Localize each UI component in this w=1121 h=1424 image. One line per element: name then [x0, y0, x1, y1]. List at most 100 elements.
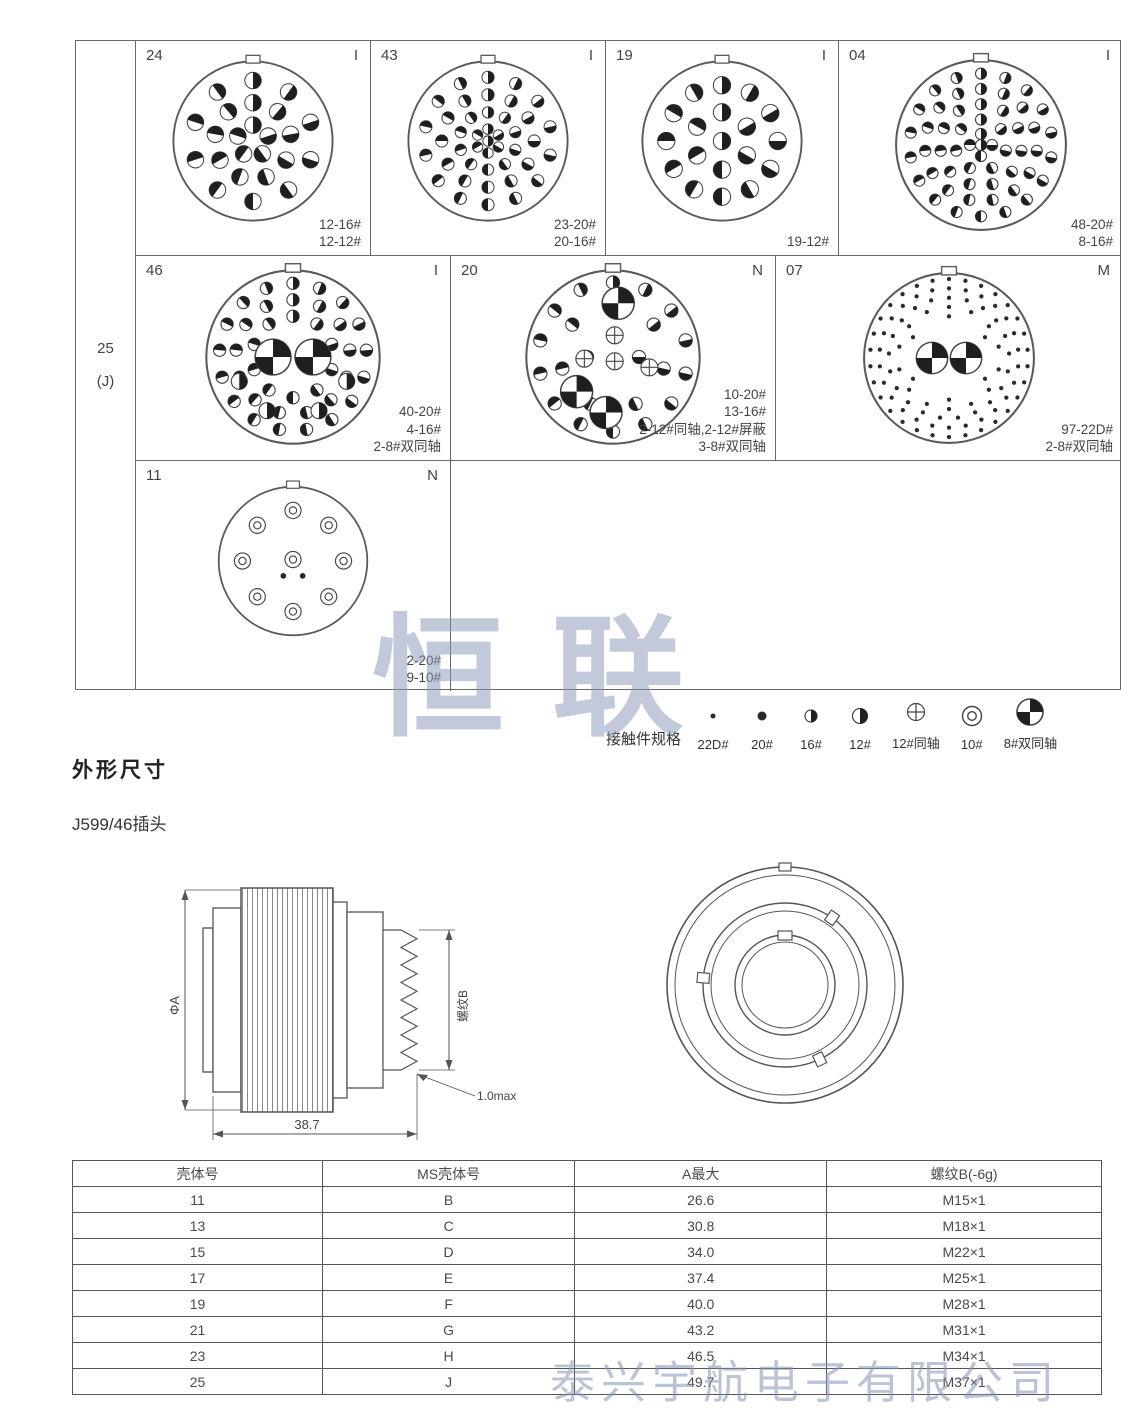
contact: [220, 317, 234, 331]
contact: [993, 408, 998, 413]
contact: [531, 174, 545, 188]
contact: [910, 335, 916, 340]
contact: [996, 344, 1001, 349]
contact-arrangement: 97-22D# 2-8#双同轴: [1045, 421, 1113, 455]
contact: [509, 191, 523, 205]
table-cell: B: [322, 1186, 576, 1213]
contact: [231, 168, 249, 186]
shell-step: [332, 901, 348, 1099]
insert-face: [398, 51, 578, 236]
contact: [897, 367, 902, 372]
contact: [277, 151, 295, 169]
insert-face-svg: [217, 480, 369, 637]
insert-class: M: [1097, 262, 1111, 279]
contact: [737, 146, 757, 165]
contact: [279, 83, 298, 101]
coupling-nut: [240, 887, 334, 1113]
contact: [258, 402, 276, 420]
contact: [979, 428, 984, 433]
contact-arrangement: 10-20# 13-16# 2-12#同轴,2-12#屏蔽 3-8#双同轴: [639, 386, 766, 455]
contact: [974, 138, 987, 152]
contact: [915, 341, 949, 375]
insert-class: N: [427, 467, 438, 484]
contact: [262, 383, 276, 397]
contact: [481, 163, 495, 176]
contact: [206, 125, 225, 144]
insert-code: 20: [461, 262, 478, 279]
contact: [1016, 101, 1029, 114]
contact: [986, 324, 991, 329]
contact: [657, 131, 676, 151]
contact: [687, 146, 707, 165]
contact: [186, 113, 205, 132]
contact: [868, 364, 873, 369]
contact: [299, 422, 314, 437]
contact: [980, 306, 986, 311]
contact: [914, 417, 919, 422]
contact: [601, 286, 635, 321]
insert-class: N: [752, 262, 763, 279]
contact: [504, 94, 518, 108]
contact: [934, 144, 947, 157]
contact: [888, 369, 893, 374]
contact: [930, 423, 935, 428]
contact: [888, 302, 893, 308]
insert-class: I: [821, 47, 826, 64]
contact: [878, 395, 883, 400]
contact: [930, 288, 935, 293]
insert-face-svg: [894, 52, 1067, 231]
contact: [954, 123, 967, 136]
contact: [871, 331, 876, 336]
contact: [684, 83, 704, 102]
contact: [1006, 351, 1012, 356]
contact: [929, 298, 934, 303]
contact: [227, 394, 241, 409]
contact: [930, 278, 935, 283]
contact: [284, 602, 302, 621]
table-cell: E: [322, 1264, 576, 1291]
legend-item-label: 22D#: [697, 737, 729, 752]
contact-legend: 接触件规格 22D# 20# 16# 12# 12#同轴 10# 8#双同轴: [606, 692, 1120, 752]
contact: [453, 191, 467, 205]
contact-arrangement: 2-20# 9-10#: [406, 652, 441, 686]
contact: [949, 144, 962, 157]
contact: [985, 178, 999, 191]
contact: [761, 103, 780, 123]
rear-accessory: [202, 927, 214, 1073]
contact: [969, 401, 974, 406]
contact: [533, 366, 548, 381]
legend-item-label: 8#双同轴: [1003, 736, 1058, 751]
contact: [1003, 333, 1008, 339]
contact: [963, 423, 968, 428]
contact: [286, 293, 300, 307]
contact: [962, 193, 975, 206]
contact: [996, 367, 1001, 372]
contact: [1025, 347, 1030, 352]
table-cell: M15×1: [826, 1186, 1102, 1213]
insert-face: [885, 49, 1077, 246]
contact: [712, 131, 732, 151]
contact: [914, 294, 919, 299]
contact: [907, 387, 912, 392]
contact: [871, 380, 876, 385]
legend-item-label: 10#: [960, 737, 983, 752]
table-cell: 25: [71, 1368, 324, 1395]
table-cell: M31×1: [826, 1316, 1102, 1343]
contact: [712, 76, 732, 95]
contact: [985, 161, 998, 175]
contact: [575, 349, 594, 368]
contact: [1036, 103, 1049, 116]
contact: [946, 434, 952, 440]
contact: [973, 410, 978, 415]
contact-20-icon: [745, 700, 779, 737]
insert-code: 11: [146, 467, 162, 484]
table-cell: 11: [71, 1186, 324, 1213]
contact: [215, 370, 229, 384]
insert-class: I: [588, 47, 593, 64]
contact: [687, 117, 707, 136]
dim-phi-a: ΦA: [167, 996, 182, 1015]
contact: [638, 282, 653, 297]
contact: [890, 333, 895, 339]
